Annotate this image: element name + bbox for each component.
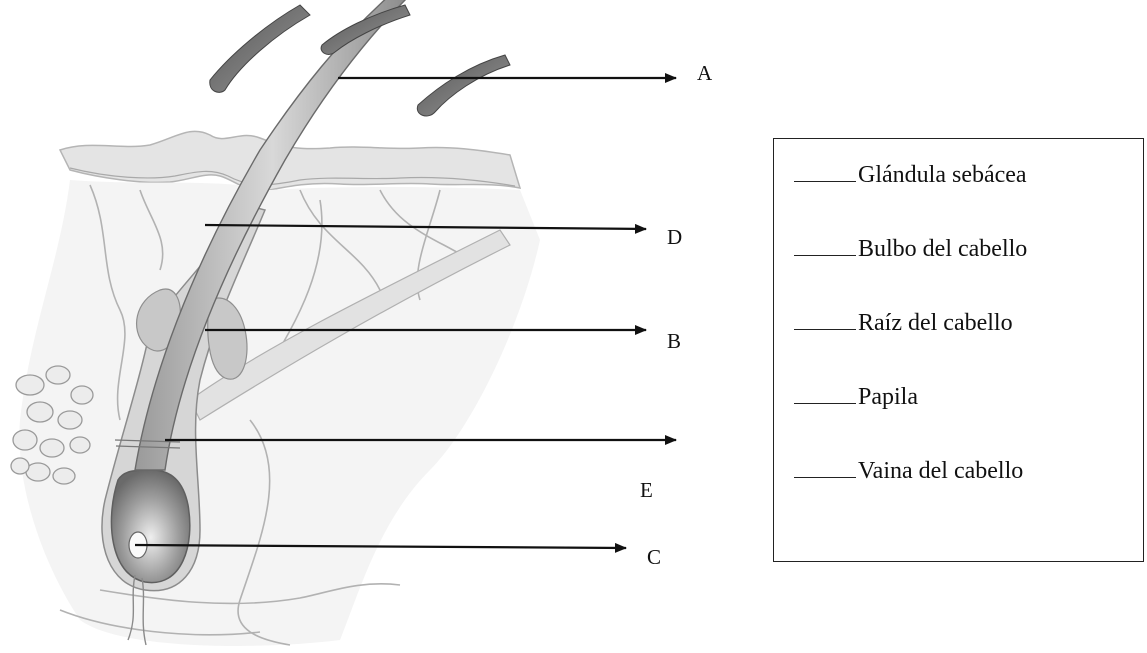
label-d: D bbox=[667, 227, 682, 248]
label-c: C bbox=[647, 547, 661, 568]
hair-bulb bbox=[111, 470, 189, 583]
option-label: Bulbo del cabello bbox=[858, 236, 1027, 262]
option-label: Vaina del cabello bbox=[858, 458, 1023, 484]
label-b: B bbox=[667, 331, 681, 352]
option-label: Glándula sebácea bbox=[858, 162, 1027, 188]
answer-box: Glándula sebácea Bulbo del cabello Raíz … bbox=[773, 138, 1144, 562]
answer-blank[interactable] bbox=[794, 161, 856, 182]
label-e: E bbox=[640, 480, 653, 501]
answer-blank[interactable] bbox=[794, 383, 856, 404]
option-label: Raíz del cabello bbox=[858, 310, 1013, 336]
answer-blank[interactable] bbox=[794, 309, 856, 330]
answer-line-sheath[interactable]: Vaina del cabello bbox=[794, 457, 1023, 483]
hair-stubs bbox=[210, 5, 510, 116]
answer-line-sebaceous[interactable]: Glándula sebácea bbox=[794, 161, 1027, 187]
label-a: A bbox=[697, 63, 712, 84]
answer-blank[interactable] bbox=[794, 457, 856, 478]
answer-line-bulb[interactable]: Bulbo del cabello bbox=[794, 235, 1027, 261]
option-label: Papila bbox=[858, 384, 918, 410]
answer-line-papilla[interactable]: Papila bbox=[794, 383, 918, 409]
answer-line-root[interactable]: Raíz del cabello bbox=[794, 309, 1013, 335]
answer-blank[interactable] bbox=[794, 235, 856, 256]
